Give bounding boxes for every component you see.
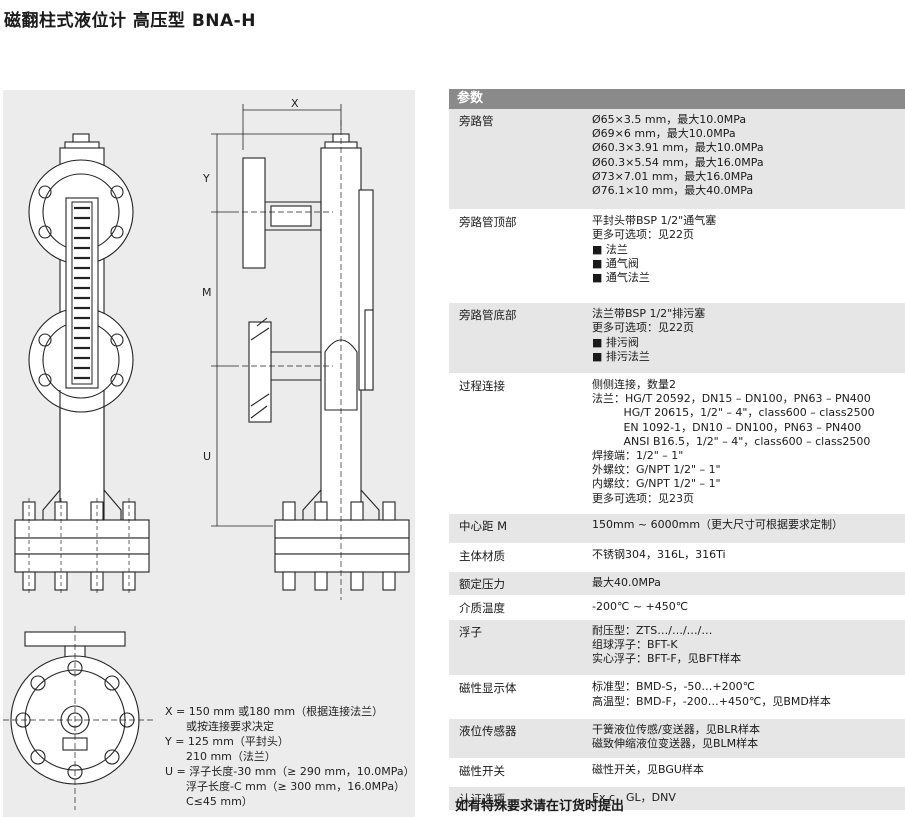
legend-line: C≤45 mm） xyxy=(165,795,253,808)
param-value-line: 高温型：BMD-F，-200…+450℃，见BMD样本 xyxy=(592,694,831,708)
param-value-line: Ex c，GL，DNV xyxy=(592,791,676,805)
dimension-legend: X = 150 mm 或180 mm（根据连接法兰） 或按连接要求决定 Y = … xyxy=(165,704,415,809)
legend-line: Y = 125 mm（平封头） xyxy=(165,735,289,748)
param-label: 旁路管 xyxy=(459,114,494,128)
param-value: 最大40.0MPa xyxy=(592,572,905,595)
param-label: 介质温度 xyxy=(459,600,505,615)
param-value-line: 组球浮子：BFT-K xyxy=(592,638,678,652)
param-value-line: 更多可选项：见22页 xyxy=(592,321,694,335)
param-value-line: 更多可选项：见23页 xyxy=(592,491,694,505)
param-value-line: 内螺纹：G/NPT 1/2" – 1" xyxy=(592,477,721,491)
param-label: 过程连接 xyxy=(459,379,505,394)
param-label: 磁性开关 xyxy=(459,764,505,779)
param-value: 法兰带BSP 1/2"排污塞更多可选项：见22页■ 排污阀■ 排污法兰 xyxy=(592,303,905,367)
param-value-line: 平封头带BSP 1/2"通气塞 xyxy=(592,214,717,228)
param-value-line: 焊接端：1/2" – 1" xyxy=(592,449,684,463)
param-value-line: 150mm ~ 6000mm（更大尺寸可根据要求定制） xyxy=(592,517,844,531)
param-value-line: Ø76.1×10 mm，最大40.0MPa xyxy=(592,184,754,198)
param-label: 旁路管顶部 xyxy=(459,215,517,230)
param-value-line: 更多可选项：见22页 xyxy=(592,228,694,242)
param-label: 中心距 M xyxy=(459,518,508,533)
legend-line: U = 浮子长度-30 mm（≥ 290 mm，10.0MPa） xyxy=(165,765,415,778)
param-value-line: 耐压型：ZTS…/…/…/… xyxy=(592,623,713,637)
param-value-line: -200℃ ~ +450℃ xyxy=(592,599,689,613)
param-row: 认证选项 Ex c，GL，DNV xyxy=(449,787,905,812)
param-row: 旁路管顶部 平封头带BSP 1/2"通气塞更多可选项：见22页■ 法兰■ 通气阀■… xyxy=(449,210,905,304)
param-value-line: 侧侧连接，数量2 xyxy=(592,378,676,392)
param-label: 认证选项 xyxy=(459,792,505,807)
param-value-line: 外螺纹：G/NPT 1/2" – 1" xyxy=(592,463,721,477)
param-value-line: ■ 通气阀 xyxy=(592,256,639,270)
dim-label-x: X xyxy=(291,97,299,110)
param-value-line: 磁性开关，见BGU样本 xyxy=(592,763,704,777)
param-label: 额定压力 xyxy=(459,576,505,591)
param-value-line: 标准型：BMD-S，-50…+200℃ xyxy=(592,680,755,694)
order-note: 如有特殊要求请在订货时提出 xyxy=(455,799,625,814)
param-value-line: ■ 排污阀 xyxy=(592,335,639,349)
dimension-lines xyxy=(211,104,342,527)
param-value: 干簧液位传感/变送器，见BLR样本磁致伸缩液位变送器，见BLM样本 xyxy=(592,719,905,754)
param-row: 旁路管底部 法兰带BSP 1/2"排污塞更多可选项：见22页■ 排污阀■ 排污法兰 xyxy=(449,303,905,375)
param-value-line: ■ 通气法兰 xyxy=(592,271,650,285)
param-value-line: HG/T 20615，1/2" – 4"，class600 – class250… xyxy=(592,406,875,420)
param-value-line: 法兰：HG/T 20592，DN15 – DN100，PN63 – PN400 xyxy=(592,392,871,406)
param-value-line: EN 1092-1，DN10 – DN100，PN63 – PN400 xyxy=(592,420,862,434)
param-value: 150mm ~ 6000mm（更大尺寸可根据要求定制） xyxy=(592,514,905,537)
plan-view xyxy=(3,626,153,810)
param-value-line: Ø65×3.5 mm，最大10.0MPa xyxy=(592,113,747,126)
param-value-line: 实心浮子：BFT-F，见BFT样本 xyxy=(592,652,742,666)
param-row: 额定压力 最大40.0MPa xyxy=(449,571,905,596)
param-value: Ex c，GL，DNV xyxy=(592,787,905,810)
param-value: -200℃ ~ +450℃ xyxy=(592,596,905,619)
param-value-line: ANSI B16.5，1/2" – 4"，class600 – class250… xyxy=(592,434,871,448)
param-label: 主体材质 xyxy=(459,548,505,563)
param-value: 不锈钢304，316L，316Ti xyxy=(592,544,905,567)
param-value-line: ■ 排污法兰 xyxy=(592,349,650,363)
param-row: 中心距 M 150mm ~ 6000mm（更大尺寸可根据要求定制） xyxy=(449,513,905,544)
dim-label-m: M xyxy=(202,286,212,299)
legend-line: 浮子长度-C mm（≥ 300 mm，16.0MPa） xyxy=(165,780,406,793)
param-label: 浮子 xyxy=(459,624,482,639)
dim-label-y: Y xyxy=(202,172,210,185)
page-title: 磁翻柱式液位计 高压型 BNA-H xyxy=(4,11,256,31)
front-view xyxy=(14,133,150,594)
param-value-line: Ø60.3×5.54 mm，最大16.0MPa xyxy=(592,155,764,169)
technical-drawing: X Y M U xyxy=(3,90,415,817)
legend-line: 210 mm（法兰） xyxy=(165,750,276,763)
param-row: 介质温度 -200℃ ~ +450℃ xyxy=(449,596,905,620)
param-value-line: 磁致伸缩液位变送器，见BLM样本 xyxy=(592,737,759,751)
param-row: 液位传感器 干簧液位传感/变送器，见BLR样本磁致伸缩液位变送器，见BLM样本 xyxy=(449,718,905,760)
param-row: 磁性开关 磁性开关，见BGU样本 xyxy=(449,759,905,788)
param-value-line: 干簧液位传感/变送器，见BLR样本 xyxy=(592,722,761,736)
param-value-line: 最大40.0MPa xyxy=(592,575,661,589)
param-label: 液位传感器 xyxy=(459,723,517,738)
param-value-line: Ø69×6 mm，最大10.0MPa xyxy=(592,127,736,141)
drawing-svg: X Y M U xyxy=(3,97,410,810)
param-value-line: 不锈钢304，316L，316Ti xyxy=(592,547,726,561)
param-label: 旁路管底部 xyxy=(459,308,517,323)
param-value-line: Ø73×7.01 mm，最大16.0MPa xyxy=(592,169,754,183)
legend-line: X = 150 mm 或180 mm（根据连接法兰） xyxy=(165,705,384,718)
param-value-line: ■ 法兰 xyxy=(592,242,628,256)
parameters-header: 参数 xyxy=(449,89,905,109)
param-value: 磁性开关，见BGU样本 xyxy=(592,759,905,782)
param-value-line: 法兰带BSP 1/2"排污塞 xyxy=(592,307,706,321)
side-view xyxy=(233,120,410,600)
param-label: 磁性显示体 xyxy=(459,681,517,696)
legend-line: 或按连接要求决定 xyxy=(165,720,274,733)
param-row: 主体材质 不锈钢304，316L，316Ti xyxy=(449,544,905,572)
dim-label-u: U xyxy=(203,450,211,463)
param-value: 平封头带BSP 1/2"通气塞更多可选项：见22页■ 法兰■ 通气阀■ 通气法兰 xyxy=(592,210,905,288)
param-value-line: Ø60.3×3.91 mm，最大10.0MPa xyxy=(592,141,764,155)
